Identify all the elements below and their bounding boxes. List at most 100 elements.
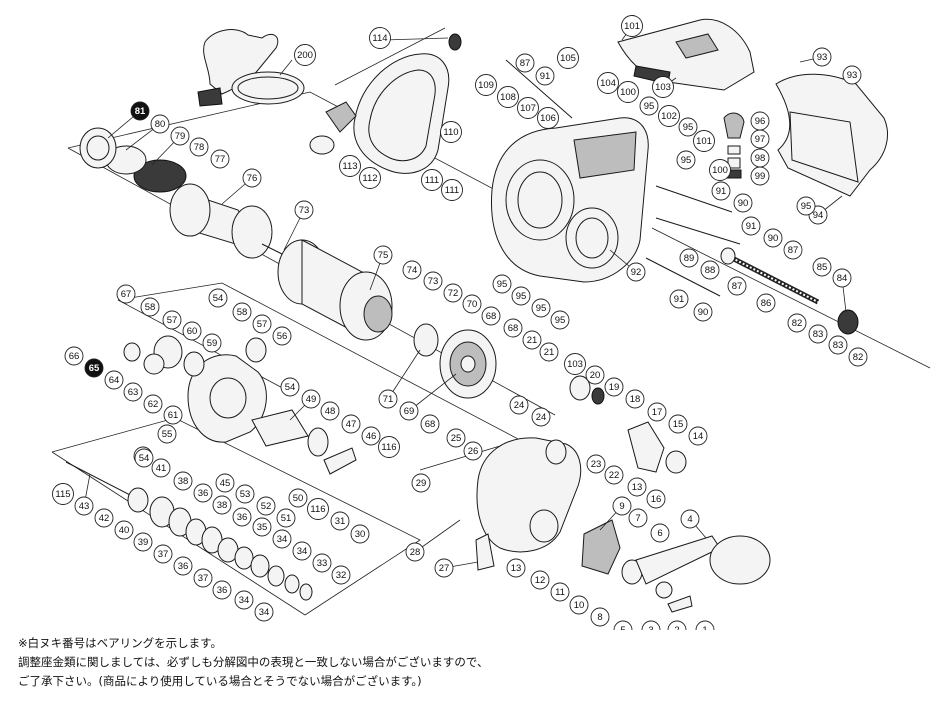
- callout-circle: [443, 283, 463, 303]
- callout-number: 105: [560, 53, 576, 64]
- callout-40: 40: [114, 520, 134, 540]
- callout-number: 20: [590, 370, 601, 381]
- callout-113: 113: [339, 155, 361, 177]
- callout-number: 74: [407, 265, 418, 276]
- callout-number: 47: [346, 419, 357, 430]
- callout-circle: [104, 370, 124, 390]
- callout-51: 51: [276, 508, 296, 528]
- callout-number: 12: [535, 575, 546, 586]
- callout-layer: 1234567891011121313141516171819202121222…: [52, 15, 868, 630]
- callout-number: 48: [325, 406, 336, 417]
- callout-number: 68: [508, 323, 519, 334]
- callout-number: 109: [478, 80, 494, 91]
- callout-number: 4: [687, 514, 692, 525]
- callout-number: 21: [544, 347, 555, 358]
- callout-54c: 54: [134, 448, 154, 468]
- callout-circle: [235, 484, 255, 504]
- callout-number: 36: [178, 561, 189, 572]
- callout-110: 110: [440, 121, 462, 143]
- callout-28: 28: [405, 542, 425, 562]
- callout-89: 89: [679, 248, 699, 268]
- callout-number: 1: [702, 625, 707, 630]
- callout-91: 91: [711, 181, 731, 201]
- callout-97: 97: [750, 129, 770, 149]
- callout-number: 55: [162, 429, 173, 440]
- callout-circle: [288, 488, 308, 508]
- callout-number: 36: [237, 512, 248, 523]
- callout-number: 91: [674, 294, 685, 305]
- callout-13b: 13: [627, 477, 647, 497]
- callout-70: 70: [462, 294, 482, 314]
- callout-number: 10: [574, 600, 585, 611]
- callout-24b: 24: [531, 407, 551, 427]
- callout-12: 12: [530, 570, 550, 590]
- callout-circle: [369, 27, 391, 49]
- callout-number: 59: [207, 338, 218, 349]
- callout-circle: [173, 471, 193, 491]
- callout-number: 54: [285, 382, 296, 393]
- callout-number: 93: [847, 70, 858, 81]
- callout-number: 111: [445, 185, 459, 196]
- callout-circle: [557, 47, 579, 69]
- callout-circle: [688, 426, 708, 446]
- callout-circle: [617, 81, 639, 103]
- callout-49: 49: [301, 389, 321, 409]
- callout-circle: [232, 507, 252, 527]
- callout-number: 5: [620, 625, 625, 630]
- callout-circle: [208, 288, 228, 308]
- callout-68: 68: [481, 306, 501, 326]
- callout-circle: [796, 196, 816, 216]
- callout-90b: 90: [763, 228, 783, 248]
- callout-number: 63: [128, 387, 139, 398]
- callout-circle: [848, 347, 868, 367]
- callout-circle: [170, 126, 190, 146]
- callout-93: 93: [812, 47, 832, 67]
- callout-number: 11: [555, 587, 565, 598]
- exploded-parts-diagram: 1234567891011121313141516171819202121222…: [51, 15, 931, 630]
- note-shim-disclaimer-cont: ご了承下さい。(商品により使用している場合とそうでない場合がございます。): [18, 674, 422, 688]
- callout-number: 64: [109, 375, 120, 386]
- callout-circle: [163, 405, 183, 425]
- callout-47: 47: [341, 414, 361, 434]
- callout-62: 62: [143, 394, 163, 414]
- callout-circle: [423, 271, 443, 291]
- callout-83: 83: [808, 324, 828, 344]
- callout-number: 56: [277, 331, 288, 342]
- callout-number: 65: [89, 363, 100, 374]
- callout-87: 87: [783, 240, 803, 260]
- callout-number: 73: [299, 205, 310, 216]
- callout-circle: [294, 44, 316, 66]
- notes-block: ※白ヌキ番号はベアリングを示します。 調整座金類に関しましては、必ずしも分解図中…: [18, 634, 918, 691]
- callout-number: 91: [746, 221, 757, 232]
- callout-32: 32: [331, 565, 351, 585]
- callout-number: 200: [297, 50, 313, 61]
- callout-number: 115: [55, 489, 70, 500]
- callout-number: 32: [336, 570, 347, 581]
- knob-parts-96-99: [723, 112, 745, 179]
- callout-number: 99: [755, 171, 766, 182]
- callout-number: 112: [362, 173, 377, 184]
- callout-number: 33: [317, 558, 328, 569]
- callout-58b: 58: [140, 297, 160, 317]
- callout-54b: 54: [280, 377, 300, 397]
- callout-number: 54: [139, 453, 150, 464]
- spool-75: [277, 239, 393, 341]
- callout-111: 111: [421, 169, 443, 191]
- callout-circle: [276, 508, 296, 528]
- callout-number: 18: [630, 394, 641, 405]
- callout-number: 14: [693, 431, 704, 442]
- callout-circle: [215, 473, 235, 493]
- callout-1: 1: [695, 620, 715, 630]
- callout-number: 21: [527, 335, 538, 346]
- callout-number: 49: [306, 394, 317, 405]
- callout-59: 59: [202, 333, 222, 353]
- callout-circle: [783, 240, 803, 260]
- callout-number: 13: [632, 482, 643, 493]
- callout-circle: [210, 149, 230, 169]
- callout-number: 30: [355, 529, 366, 540]
- callout-circle: [832, 268, 852, 288]
- callout-circle: [550, 582, 570, 602]
- callout-92: 92: [626, 262, 646, 282]
- right-side-frame: [475, 437, 582, 571]
- callout-number: 98: [755, 153, 766, 164]
